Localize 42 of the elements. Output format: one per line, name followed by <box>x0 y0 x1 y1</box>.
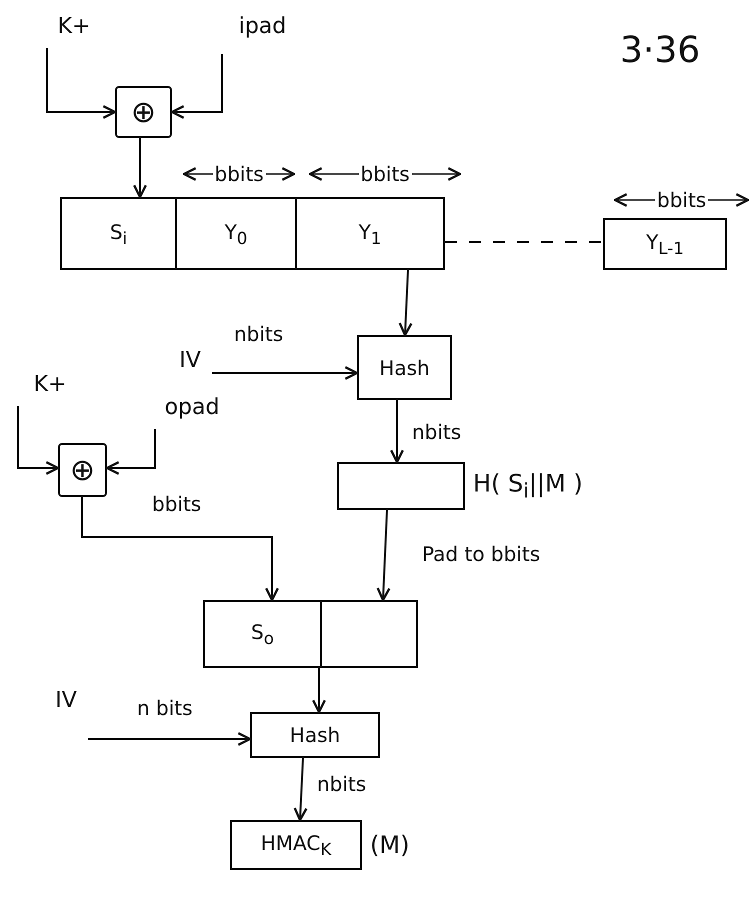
arrow <box>390 400 404 464</box>
input-label: opad <box>148 395 236 429</box>
xor-box <box>58 443 107 497</box>
xor-symbol: ⊕ <box>130 94 156 130</box>
arrow <box>294 758 308 822</box>
process-box <box>60 197 177 270</box>
box-label: S$_{o}$ <box>251 620 274 648</box>
box-label: Hash <box>290 723 340 747</box>
box-label: S$_{i}$ <box>110 220 128 248</box>
arrow <box>312 668 326 714</box>
arrow <box>212 366 358 380</box>
arrow <box>398 270 413 336</box>
xor-symbol: ⊕ <box>70 452 96 488</box>
empty-box <box>320 600 418 668</box>
input-label: ipad <box>205 14 320 54</box>
input-label: IV <box>44 688 88 746</box>
box-label: Y$_{L-1}$ <box>646 230 684 258</box>
xor-box <box>115 86 172 138</box>
dashed-line <box>445 241 603 243</box>
side-caption: (M) <box>370 831 410 859</box>
arrow <box>170 54 223 119</box>
box-label: Hash <box>379 356 430 380</box>
process-box <box>203 600 322 668</box>
box-label: Y$_{0}$ <box>224 220 248 248</box>
process-box <box>603 218 727 270</box>
arrow <box>81 497 279 602</box>
arrow <box>46 48 116 119</box>
arrow <box>88 732 252 746</box>
process-box <box>175 197 297 270</box>
arrow <box>106 429 156 475</box>
arrow <box>133 138 147 198</box>
box-label: Y$_{1}$ <box>358 220 382 248</box>
input-label: K+ <box>10 372 90 406</box>
box-label: HMAC$_{K}$ <box>260 831 332 859</box>
process-box <box>295 197 445 270</box>
side-caption: H( S$_{i}$||M ) <box>473 470 583 502</box>
input-label: IV <box>168 348 212 382</box>
input-label: K+ <box>36 14 112 48</box>
process-box <box>357 335 452 400</box>
arrow <box>376 510 390 602</box>
arrow <box>17 406 60 475</box>
process-box <box>250 712 380 758</box>
